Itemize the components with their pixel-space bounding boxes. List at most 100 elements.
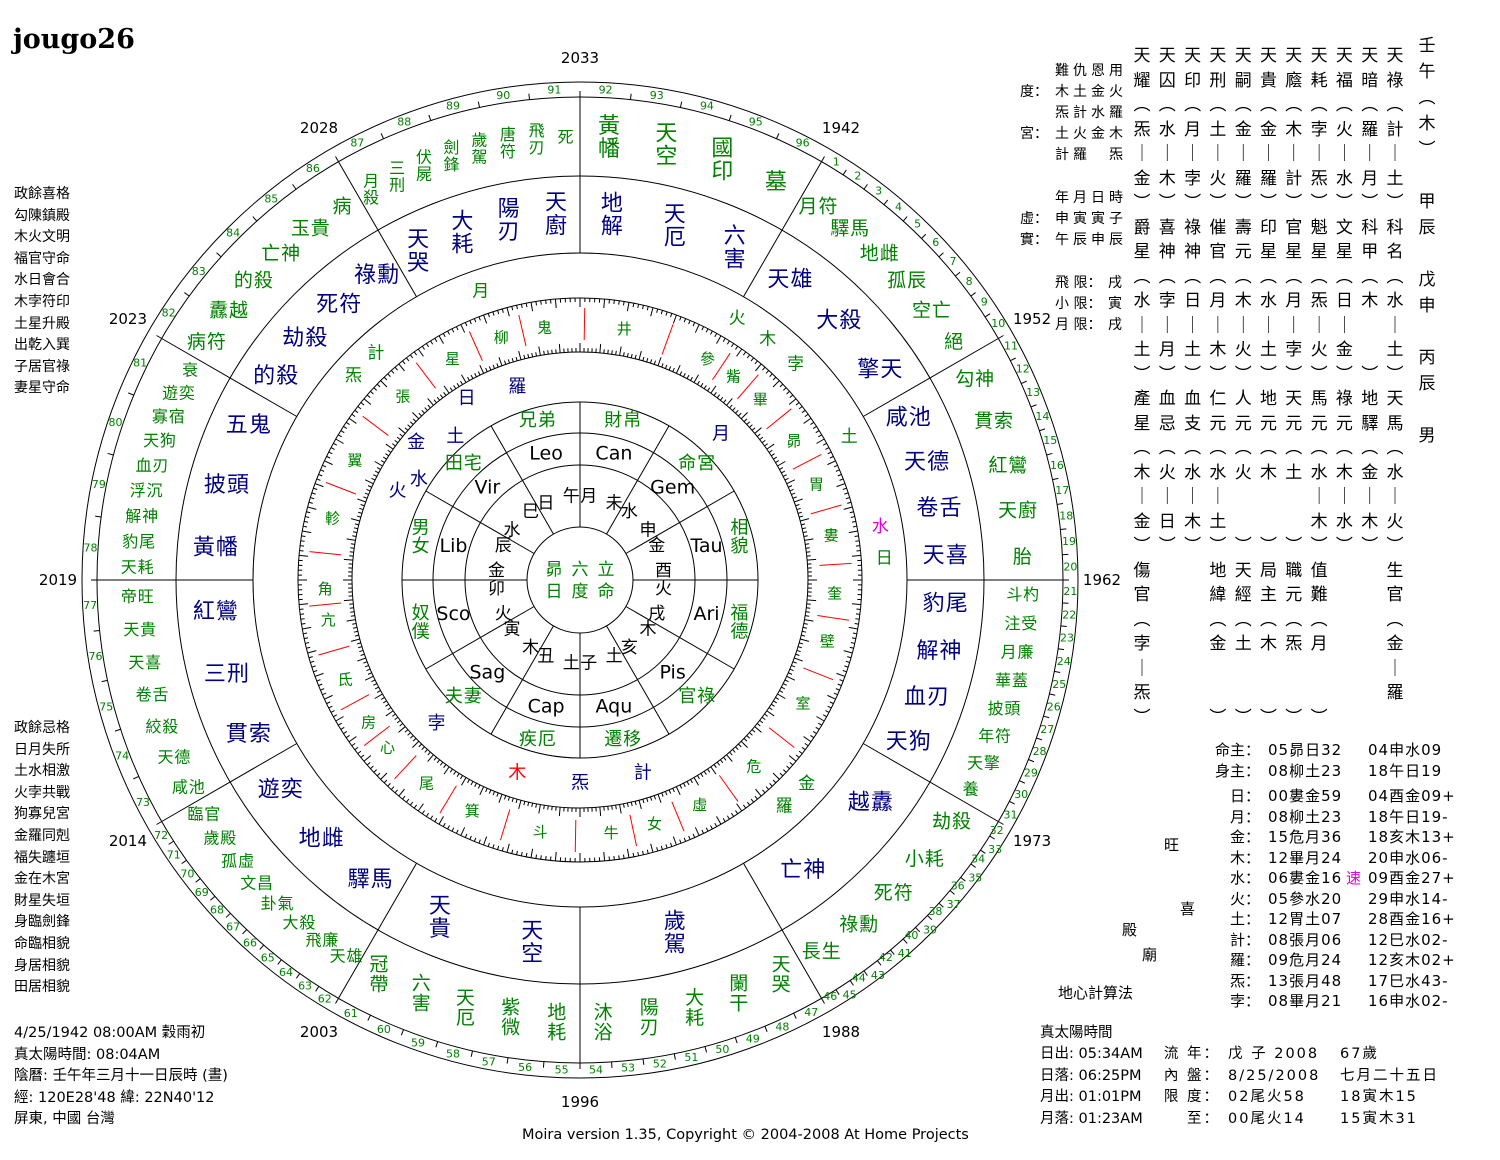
degree-tick [498, 357, 503, 366]
mid-star: 天 [886, 729, 908, 754]
palace-name: 男 [412, 517, 430, 538]
degree-tick [735, 746, 739, 751]
age-number: 9 [981, 296, 988, 309]
degree-tick [357, 405, 362, 410]
star-glyph [1235, 485, 1252, 510]
star-glyph: ｜ [1361, 487, 1379, 507]
star-glyph: 水 [1260, 291, 1277, 311]
age-tick [133, 775, 139, 780]
degree-tick [535, 803, 537, 808]
degree-tick [477, 371, 481, 376]
degree-tick [852, 525, 857, 528]
pillar-glyph: 戊 [1418, 270, 1436, 290]
degree-tick [797, 511, 803, 514]
degree-tick [735, 810, 739, 815]
period-label: 至： [1187, 1110, 1220, 1127]
period-value: 戊 子 2008 [1228, 1046, 1320, 1063]
age-tick [95, 515, 102, 518]
year-label: 1988 [822, 1023, 860, 1041]
earthly-branch: 辰 [495, 536, 512, 556]
star-glyph: 催 [1209, 217, 1227, 238]
degree-tick [485, 367, 488, 372]
sector-ruler: 金 [488, 561, 505, 581]
age-number: 90 [496, 89, 510, 102]
pillar-glyph: 辰 [1418, 374, 1436, 394]
star-glyph: 火 [1209, 168, 1227, 189]
gong-row-value: 金 [1091, 126, 1105, 142]
star-glyph: 木 [1260, 634, 1277, 654]
age-tick [902, 938, 908, 944]
degree-tick [755, 363, 762, 372]
degree-tick [650, 307, 654, 317]
degree-tick [412, 740, 420, 748]
rise-set-time: 月出: 01:01PM [1040, 1089, 1142, 1106]
period-label: 內 盤： [1163, 1067, 1220, 1084]
star-glyph: 人 [1234, 389, 1252, 409]
star-glyph: 土 [1209, 511, 1227, 532]
mansion-boundary [518, 314, 527, 347]
degree-tick [795, 653, 800, 657]
star-glyph: ︵ [1234, 438, 1252, 458]
outer-star: 纛 [209, 299, 228, 321]
degree-tick [382, 700, 387, 704]
degree-tick [357, 511, 363, 514]
star-glyph: 文 [1335, 217, 1353, 238]
degree-tick [351, 742, 356, 747]
age-tick [876, 960, 882, 966]
degree-tick [726, 754, 733, 762]
zodiac-sign: Vir [475, 476, 501, 498]
degree-tick [326, 455, 331, 459]
degree-tick [394, 439, 399, 444]
degree-tick [664, 791, 668, 796]
star-glyph: 暗 [1361, 70, 1379, 91]
outer-star: 符 [207, 331, 226, 353]
degree-tick [692, 833, 696, 838]
palace-name: 夫 [445, 686, 463, 707]
degree-tick [394, 716, 399, 721]
age-number: 73 [136, 796, 150, 809]
relation-head-value: 恩 [1091, 63, 1105, 79]
transit-planet: 日 [876, 549, 893, 569]
star-column: 天嗣︵金｜羅︶壽元︵木｜火︶人元︵火 ︶天經︵土 ︶ [1231, 44, 1255, 730]
age-number: 12 [1016, 362, 1030, 375]
star-glyph: 土 [1133, 340, 1151, 360]
star-glyph: ︶ [1184, 364, 1202, 385]
app-title: jougo26 [13, 24, 135, 55]
degree-tick [373, 387, 378, 391]
degree-tick [742, 351, 747, 356]
age-number: 4 [895, 201, 902, 214]
star-glyph: 天 [1310, 46, 1328, 66]
star-glyph: 神 [1158, 242, 1176, 262]
degree-tick [796, 507, 801, 511]
mid-star: 刃 [927, 685, 949, 710]
mid-star: 驛 [348, 867, 370, 892]
degree-tick [799, 515, 804, 518]
mansion-boundary [309, 551, 342, 556]
mid-star: 披 [204, 473, 226, 498]
star-glyph [1159, 632, 1176, 657]
planet-label: 日： [1229, 787, 1260, 805]
limit-value: 戌 [1108, 275, 1122, 291]
degree-tick [443, 764, 447, 768]
mansion-label: 軫 [325, 509, 340, 527]
star-glyph: 祿 [1184, 217, 1202, 238]
star-glyph: 印 [1260, 217, 1277, 238]
star-glyph: ｜ [1133, 658, 1151, 679]
sector-ruler: 日 [537, 493, 554, 513]
degree-tick [488, 366, 492, 371]
age-tick [506, 1057, 509, 1064]
star-glyph: ｜ [1285, 144, 1303, 164]
star-glyph: 孛 [1184, 168, 1202, 189]
degree-tick [795, 754, 800, 758]
star-glyph: 水 [1184, 462, 1202, 483]
degree-tick [376, 772, 381, 777]
star-glyph: ︶ [1209, 364, 1227, 385]
rise-set-time: 日落: 06:25PM [1040, 1067, 1142, 1084]
degree-tick [792, 496, 797, 499]
star-glyph: 刑 [1209, 70, 1227, 91]
relation-head-value: 用 [1109, 63, 1123, 79]
outer-star: 寡 [152, 407, 168, 426]
palace-divider [862, 743, 999, 822]
